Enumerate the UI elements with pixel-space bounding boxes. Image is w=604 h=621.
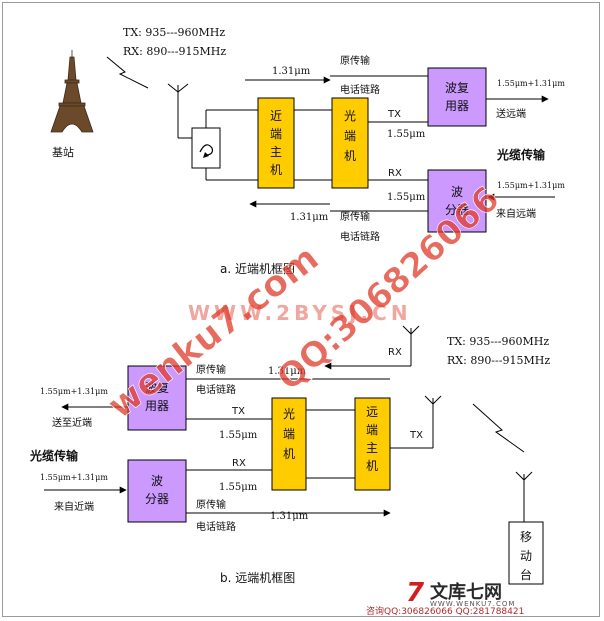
b-send-near: 送至近端 — [52, 416, 92, 429]
footer-logo: 7 文库七网 WWW.WENKU7.COM 咨询QQ:306826066 QQ:… — [366, 578, 524, 617]
b-mobile-char-2: 动 — [520, 549, 532, 563]
b-fiber-label: 光缆传输 — [29, 448, 79, 463]
b-mobile-antenna-icon — [515, 471, 533, 522]
a-combo-in: 1.55μm+1.31μm — [497, 181, 565, 190]
b-mobile-station-box — [508, 521, 544, 585]
a-send-far: 送远端 — [496, 107, 526, 120]
a-tx-wl: 1.55μm — [387, 129, 426, 140]
b-demux-line-2: 分器 — [145, 492, 169, 506]
base-station-label: 基站 — [52, 145, 74, 159]
diagram-b: TX: 935---960MHz RX: 890---915MHz RX TX … — [29, 325, 550, 585]
b-mux-line-1: 波复 — [145, 381, 169, 395]
b-optical-unit-box — [271, 397, 307, 491]
a-fiber-label: 光缆传输 — [496, 147, 546, 162]
b-caption: b. 远端机框图 — [220, 571, 295, 585]
a-demux-line-2: 分器 — [445, 203, 469, 217]
b-tx-wl: 1.55μm — [219, 430, 258, 441]
b-wl-bottom: 1.31μm — [270, 511, 309, 522]
a-combo-out: 1.55μm+1.31μm — [497, 79, 565, 88]
b-mobile-char-1: 移 — [520, 530, 532, 544]
b-rx-label: RX — [232, 458, 246, 469]
a-rx-label: RX — [388, 168, 402, 179]
b-rx-frequency: RX: 890---915MHz — [447, 354, 550, 367]
b-combo-in: 1.55μm+1.31μm — [40, 473, 108, 482]
a-optical-char-1: 光 — [344, 109, 356, 123]
b-rx-antenna-icon — [402, 325, 420, 366]
a-coupler-box — [191, 127, 221, 169]
a-rx-frequency: RX: 890---915MHz — [123, 45, 226, 58]
a-demux-line-1: 波 — [451, 185, 463, 199]
a-near-host-char-1: 近 — [270, 109, 282, 123]
b-tx-frequency: TX: 935---960MHz — [447, 335, 549, 348]
a-optical-char-2: 端 — [344, 129, 356, 143]
b-wireless-signal-icon — [472, 403, 525, 453]
a-near-host-char-2: 端 — [270, 127, 282, 141]
b-demux-line-1: 波 — [151, 474, 163, 488]
a-orig-bottom: 原传输 — [340, 210, 370, 223]
b-tx-antenna-icon — [424, 395, 442, 448]
b-wl-top: 1.31μm — [268, 366, 307, 377]
b-rx-wl: 1.55μm — [219, 482, 258, 493]
b-from-near: 来自近端 — [54, 500, 94, 513]
a-caption: a. 近端机框图 — [220, 262, 295, 276]
a-wl-top: 1.31μm — [272, 66, 311, 77]
a-mux-box — [427, 67, 487, 127]
a-phone-top: 电话链路 — [340, 83, 380, 96]
a-demux-box — [427, 169, 487, 233]
b-optical-char-3: 机 — [283, 447, 295, 461]
a-optical-unit-box — [331, 97, 369, 189]
a-circulator-icon — [199, 144, 214, 156]
a-from-far: 来自远端 — [496, 207, 536, 220]
b-phone-top: 电话链路 — [196, 383, 236, 396]
b-phone-bottom: 电话链路 — [196, 520, 236, 533]
a-wl-bottom: 1.31μm — [290, 212, 329, 223]
b-far-host-char-2: 端 — [366, 423, 378, 437]
b-tx-antenna-label: TX — [409, 430, 423, 441]
a-optical-char-3: 机 — [344, 149, 356, 163]
b-orig-top: 原传输 — [196, 363, 226, 376]
b-far-host-char-3: 主 — [366, 441, 378, 455]
a-antenna-icon — [167, 83, 189, 130]
a-mux-line-1: 波复 — [445, 81, 469, 95]
a-rx-wl: 1.55μm — [387, 192, 426, 203]
a-tx-label: TX — [387, 109, 401, 120]
a-tx-frequency: TX: 935---960MHz — [123, 26, 225, 39]
b-rx-antenna-label: RX — [388, 347, 402, 358]
b-mobile-char-3: 台 — [520, 567, 532, 582]
logo-seven-mark: 7 — [406, 578, 425, 608]
logo-url: WWW.WENKU7.COM — [430, 600, 515, 608]
b-orig-bottom: 原传输 — [196, 498, 226, 511]
b-tx-label: TX — [231, 406, 245, 417]
b-far-host-char-4: 机 — [366, 459, 378, 473]
b-mux-line-2: 用器 — [145, 399, 169, 413]
b-far-host-box — [354, 397, 391, 491]
a-near-host-char-4: 机 — [270, 163, 282, 177]
b-demux-box — [127, 459, 187, 523]
b-optical-char-1: 光 — [283, 407, 295, 421]
b-far-host-char-1: 远 — [366, 405, 378, 419]
logo-text: 文库七网 — [430, 581, 502, 603]
a-phone-bottom: 电话链路 — [340, 230, 380, 243]
a-wireless-signal-icon — [106, 56, 149, 89]
diagram-a: 基站 TX: 935---960MHz RX: 890---915MHz 近 端… — [50, 26, 565, 276]
a-near-host-char-3: 主 — [270, 145, 282, 159]
watermark-center: WWW.2BYSJ.CN — [188, 301, 412, 325]
b-combo-out: 1.55μm+1.31μm — [40, 387, 108, 396]
b-mux-box — [127, 365, 187, 431]
a-orig-top: 原传输 — [340, 54, 370, 67]
base-station-tower-icon — [50, 50, 94, 133]
a-mux-line-2: 用器 — [445, 99, 469, 113]
a-near-host-box — [257, 97, 295, 189]
footer-contact: 咨询QQ:306826066 QQ:281788421 — [366, 605, 524, 617]
b-optical-char-2: 端 — [283, 427, 295, 441]
